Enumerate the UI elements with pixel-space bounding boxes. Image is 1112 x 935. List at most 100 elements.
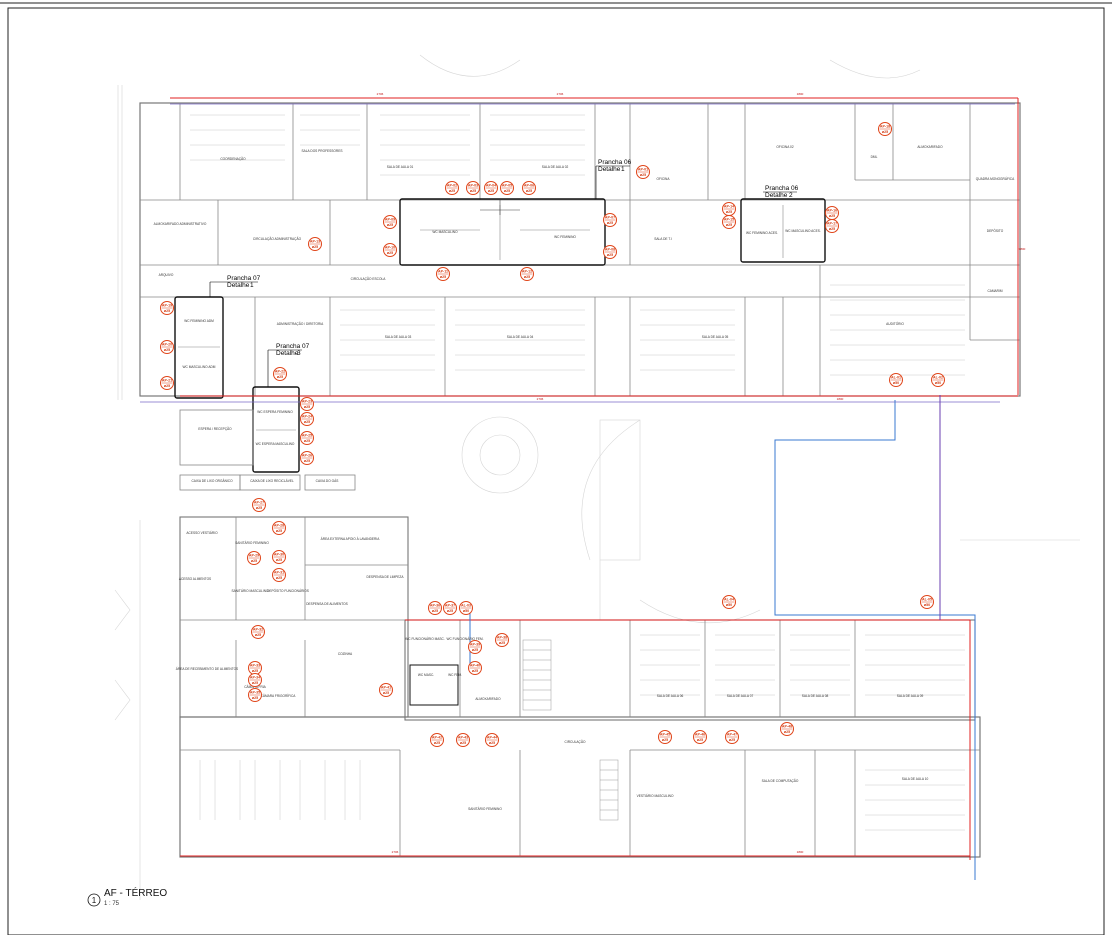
room-label: WC FEMININO ACES. bbox=[746, 231, 778, 235]
fixture-tag-id: AP-05 bbox=[502, 184, 512, 188]
fixture-tag-diameter: ø25 bbox=[277, 375, 283, 379]
fixture-tag-id: AP-16 bbox=[827, 209, 837, 213]
room-label: SALA DE AULA 09 bbox=[897, 694, 924, 698]
fixture-tag-id: AP-22 bbox=[275, 370, 285, 374]
room-label: CIRCULAÇÃO ESCOLA bbox=[351, 276, 387, 281]
room-label: OFICINA bbox=[657, 177, 671, 181]
fixture-tag-diameter: ø25 bbox=[304, 459, 310, 463]
room-labels: COORDENAÇÃO SALA DOS PROFESSORES SALA DE… bbox=[154, 145, 1015, 811]
room-label: COZINHA bbox=[338, 652, 353, 656]
fixture-tag-diameter: ø25 bbox=[251, 559, 257, 563]
callout-detail: Detalhe bbox=[227, 282, 250, 289]
fixture-tag-id: AP-36 bbox=[430, 604, 440, 608]
room-label: SALA DE AULA 08 bbox=[802, 694, 829, 698]
room-label: SALA DE AULA 05 bbox=[702, 335, 729, 339]
fixture-tag-diameter: ø25 bbox=[164, 348, 170, 352]
fixture-tag-id: AP-15 bbox=[724, 218, 734, 222]
view-name: AF - TÉRREO bbox=[104, 886, 167, 899]
stairs bbox=[522, 639, 619, 821]
dimension-label: 2706 bbox=[537, 397, 544, 401]
room-label: SALA DOS PROFESSORES bbox=[302, 149, 343, 153]
fixture-tag-id: AP-03 bbox=[468, 184, 478, 188]
room-label: CAIXA DO GÁS bbox=[316, 479, 339, 483]
room-label: WC MASCULINO ACES. bbox=[785, 229, 821, 233]
room-label: OFICINA 02 bbox=[776, 145, 793, 149]
room-label: SANITÁRIO MASCULINO bbox=[231, 589, 269, 593]
fixture-tag-id: AP-33 bbox=[250, 664, 260, 668]
room-label: ÁREA DE RECEBIMENTO DE ALIMENTOS bbox=[176, 667, 238, 671]
fixture-tag-diameter: ø25 bbox=[524, 275, 530, 279]
fixture-tag-diameter: ø25 bbox=[447, 609, 453, 613]
fixture-tag-id: AP-27 bbox=[254, 501, 264, 505]
fixture-tag-diameter: ø25 bbox=[489, 741, 495, 745]
tag-layer: AP-01ø25AP-02ø25AP-03ø25AP-04ø25AP-05ø25… bbox=[160, 122, 945, 747]
room-label: ESPERA / RECEPÇÃO bbox=[198, 426, 232, 431]
fixture-tag-id: AP-29 bbox=[249, 554, 259, 558]
room-label: SALA DE T.I bbox=[654, 237, 672, 241]
fixture-tag-id: AP-35 bbox=[250, 691, 260, 695]
fixture-tag-diameter: ø25 bbox=[304, 439, 310, 443]
callout-ref: 3 bbox=[297, 350, 301, 357]
fixture-tag-diameter: ø25 bbox=[882, 130, 888, 134]
room-label: CÂMARA FRIA bbox=[244, 685, 266, 689]
fixture-tag-id: AP-34 bbox=[250, 676, 260, 680]
fixture-tag-id: AL-03 bbox=[461, 604, 471, 608]
fixture-tag-diameter: ø25 bbox=[640, 173, 646, 177]
fixture-tag-id: AP-42 bbox=[432, 736, 442, 740]
room-label: VESTIÁRIO MASCULINO bbox=[637, 794, 674, 798]
detail-box-wc-adm bbox=[174, 296, 224, 399]
fixture-tag-diameter: ø25 bbox=[607, 253, 613, 257]
fixture-tag-diameter: ø25 bbox=[304, 420, 310, 424]
detail-callout: Prancha 06 Detalhe 1 bbox=[595, 159, 632, 199]
fixture-tag-id: AP-43 bbox=[458, 736, 468, 740]
fixture-tag-diameter: ø25 bbox=[252, 696, 258, 700]
room-label: DEPÓSITO bbox=[987, 228, 1004, 233]
fixture-tag-id: AP-28 bbox=[274, 524, 284, 528]
room-label: ÁREA EXTERNA APOIO À LAVANDERIA bbox=[321, 537, 381, 541]
callout-ref: 1 bbox=[621, 166, 625, 173]
fixture-tag-diameter: ø25 bbox=[829, 227, 835, 231]
detail-callouts: Prancha 06 Detalhe 1 Prancha 06 Detalhe … bbox=[209, 159, 799, 387]
fixture-tag-id: AP-14 bbox=[724, 205, 734, 209]
fixture-tag-id: AL-02 bbox=[933, 376, 943, 380]
fixture-tag-id: AP-09 bbox=[385, 218, 395, 222]
fixture-tag-id: AP-04 bbox=[486, 184, 496, 188]
site-context bbox=[114, 54, 1080, 900]
view-number: 1 bbox=[92, 896, 97, 905]
fixture-tag-diameter: ø25 bbox=[383, 691, 389, 695]
fixture-tag-diameter: ø25 bbox=[276, 558, 282, 562]
fixture-tag-id: AP-47 bbox=[727, 733, 737, 737]
room-label: DESPENSA DE LIMPEZA bbox=[366, 575, 404, 579]
callout-detail: Detalhe bbox=[276, 350, 299, 357]
fixture-tag-diameter: ø25 bbox=[470, 189, 476, 193]
room-label: WC FUNCIONÁRIO MASC. bbox=[405, 637, 445, 641]
room-label: SALA DE COMPUTAÇÃO bbox=[762, 778, 799, 783]
fixture-tag-id: AP-48 bbox=[782, 725, 792, 729]
